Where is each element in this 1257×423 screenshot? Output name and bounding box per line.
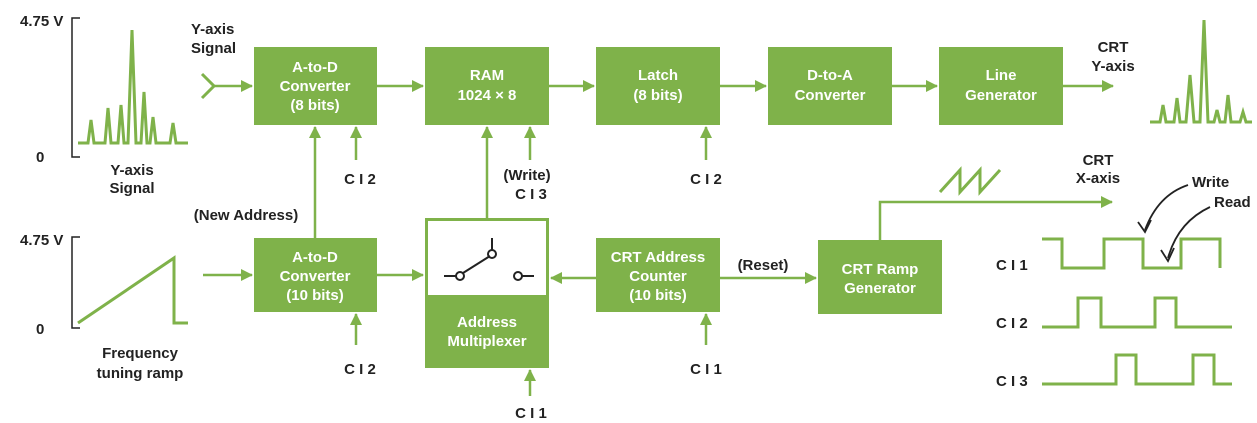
timing-wave-cl2	[1042, 296, 1232, 329]
crt-ramp-generator-block: CRT Ramp Generator	[818, 240, 942, 314]
svg-text:(8 bits): (8 bits)	[633, 87, 682, 104]
voltage-label-top: 4.75 V	[20, 13, 63, 30]
frequency-ramp-graph	[71, 236, 188, 329]
clock-label-ram: C I 3	[515, 186, 547, 203]
frequency-label-1: Frequency	[102, 345, 179, 362]
y-input-label-2: Signal	[191, 40, 236, 57]
svg-text:Latch: Latch	[638, 67, 678, 84]
svg-text:1024 × 8: 1024 × 8	[458, 87, 517, 104]
svg-text:CRT Address: CRT Address	[611, 249, 705, 266]
switch-icon	[444, 238, 534, 281]
svg-text:RAM: RAM	[470, 67, 504, 84]
svg-text:Generator: Generator	[844, 280, 916, 297]
svg-text:Address: Address	[457, 314, 517, 331]
write-pointer-label: Write	[1192, 174, 1229, 191]
wire-crt-x-output	[878, 196, 1113, 240]
clock-label-latch: C I 2	[690, 171, 722, 188]
svg-text:A-to-D: A-to-D	[292, 59, 338, 76]
frequency-label-2: tuning ramp	[97, 365, 184, 382]
svg-text:Converter: Converter	[280, 268, 351, 285]
crt-x-label-2: X-axis	[1076, 170, 1120, 187]
svg-text:D-to-A: D-to-A	[807, 67, 853, 84]
clock-label-counter: C I 1	[690, 361, 722, 378]
reset-label: (Reset)	[738, 257, 789, 274]
y-axis-signal-label-2: Signal	[109, 180, 154, 197]
svg-text:Converter: Converter	[795, 87, 866, 104]
write-pointer-arrow	[1144, 184, 1189, 231]
clock-label-adc-x: C I 2	[344, 361, 376, 378]
read-pointer-label: Read	[1214, 194, 1251, 211]
zero-label-bottom: 0	[36, 321, 44, 338]
svg-text:(10 bits): (10 bits)	[629, 287, 687, 304]
adc-x-block: A-to-D Converter (10 bits)	[254, 238, 377, 312]
write-pointer-head	[1137, 219, 1152, 234]
svg-text:Generator: Generator	[965, 87, 1037, 104]
voltage-label-bottom: 4.75 V	[20, 232, 63, 249]
input-chevron-icon	[200, 72, 217, 100]
dac-block: D-to-A Converter	[768, 47, 892, 125]
timing-wave-cl3	[1042, 353, 1232, 386]
adc-y-block: A-to-D Converter (8 bits)	[254, 47, 377, 125]
timing-label-cl1: C I 1	[996, 257, 1028, 274]
read-pointer-arrow	[1167, 206, 1211, 259]
svg-text:Line: Line	[986, 67, 1017, 84]
ram-block: RAM 1024 × 8	[425, 47, 549, 125]
timing-label-cl3: C I 3	[996, 373, 1028, 390]
crt-address-counter-block: CRT Address Counter (10 bits)	[596, 238, 720, 312]
svg-text:A-to-D: A-to-D	[292, 249, 338, 266]
svg-text:(10 bits): (10 bits)	[286, 287, 344, 304]
y-input-label-1: Y-axis	[191, 21, 234, 38]
sawtooth-icon	[938, 166, 1002, 196]
crt-y-label-2: Y-axis	[1091, 58, 1134, 75]
svg-text:(8 bits): (8 bits)	[290, 97, 339, 114]
address-multiplexer-block: Address Multiplexer	[425, 218, 549, 368]
zero-label-top: 0	[36, 149, 44, 166]
svg-text:CRT Ramp: CRT Ramp	[842, 261, 919, 278]
line-generator-block: Line Generator	[939, 47, 1063, 125]
crt-y-label-1: CRT	[1098, 39, 1129, 56]
timing-label-cl2: C I 2	[996, 315, 1028, 332]
write-label: (Write)	[503, 167, 550, 184]
latch-block: Latch (8 bits)	[596, 47, 720, 125]
crt-y-output-waveform	[1150, 19, 1252, 124]
new-address-label: (New Address)	[194, 207, 298, 224]
clock-label-mux: C I 1	[515, 405, 547, 422]
clock-label-adc-y: C I 2	[344, 171, 376, 188]
svg-text:Counter: Counter	[629, 268, 687, 285]
timing-wave-cl1	[1042, 237, 1222, 270]
svg-text:Converter: Converter	[280, 78, 351, 95]
y-axis-signal-label-1: Y-axis	[110, 162, 153, 179]
y-axis-input-graph	[71, 17, 188, 158]
crt-x-label-1: CRT	[1083, 152, 1114, 169]
svg-text:Multiplexer: Multiplexer	[447, 333, 526, 350]
read-pointer-head	[1160, 247, 1175, 263]
